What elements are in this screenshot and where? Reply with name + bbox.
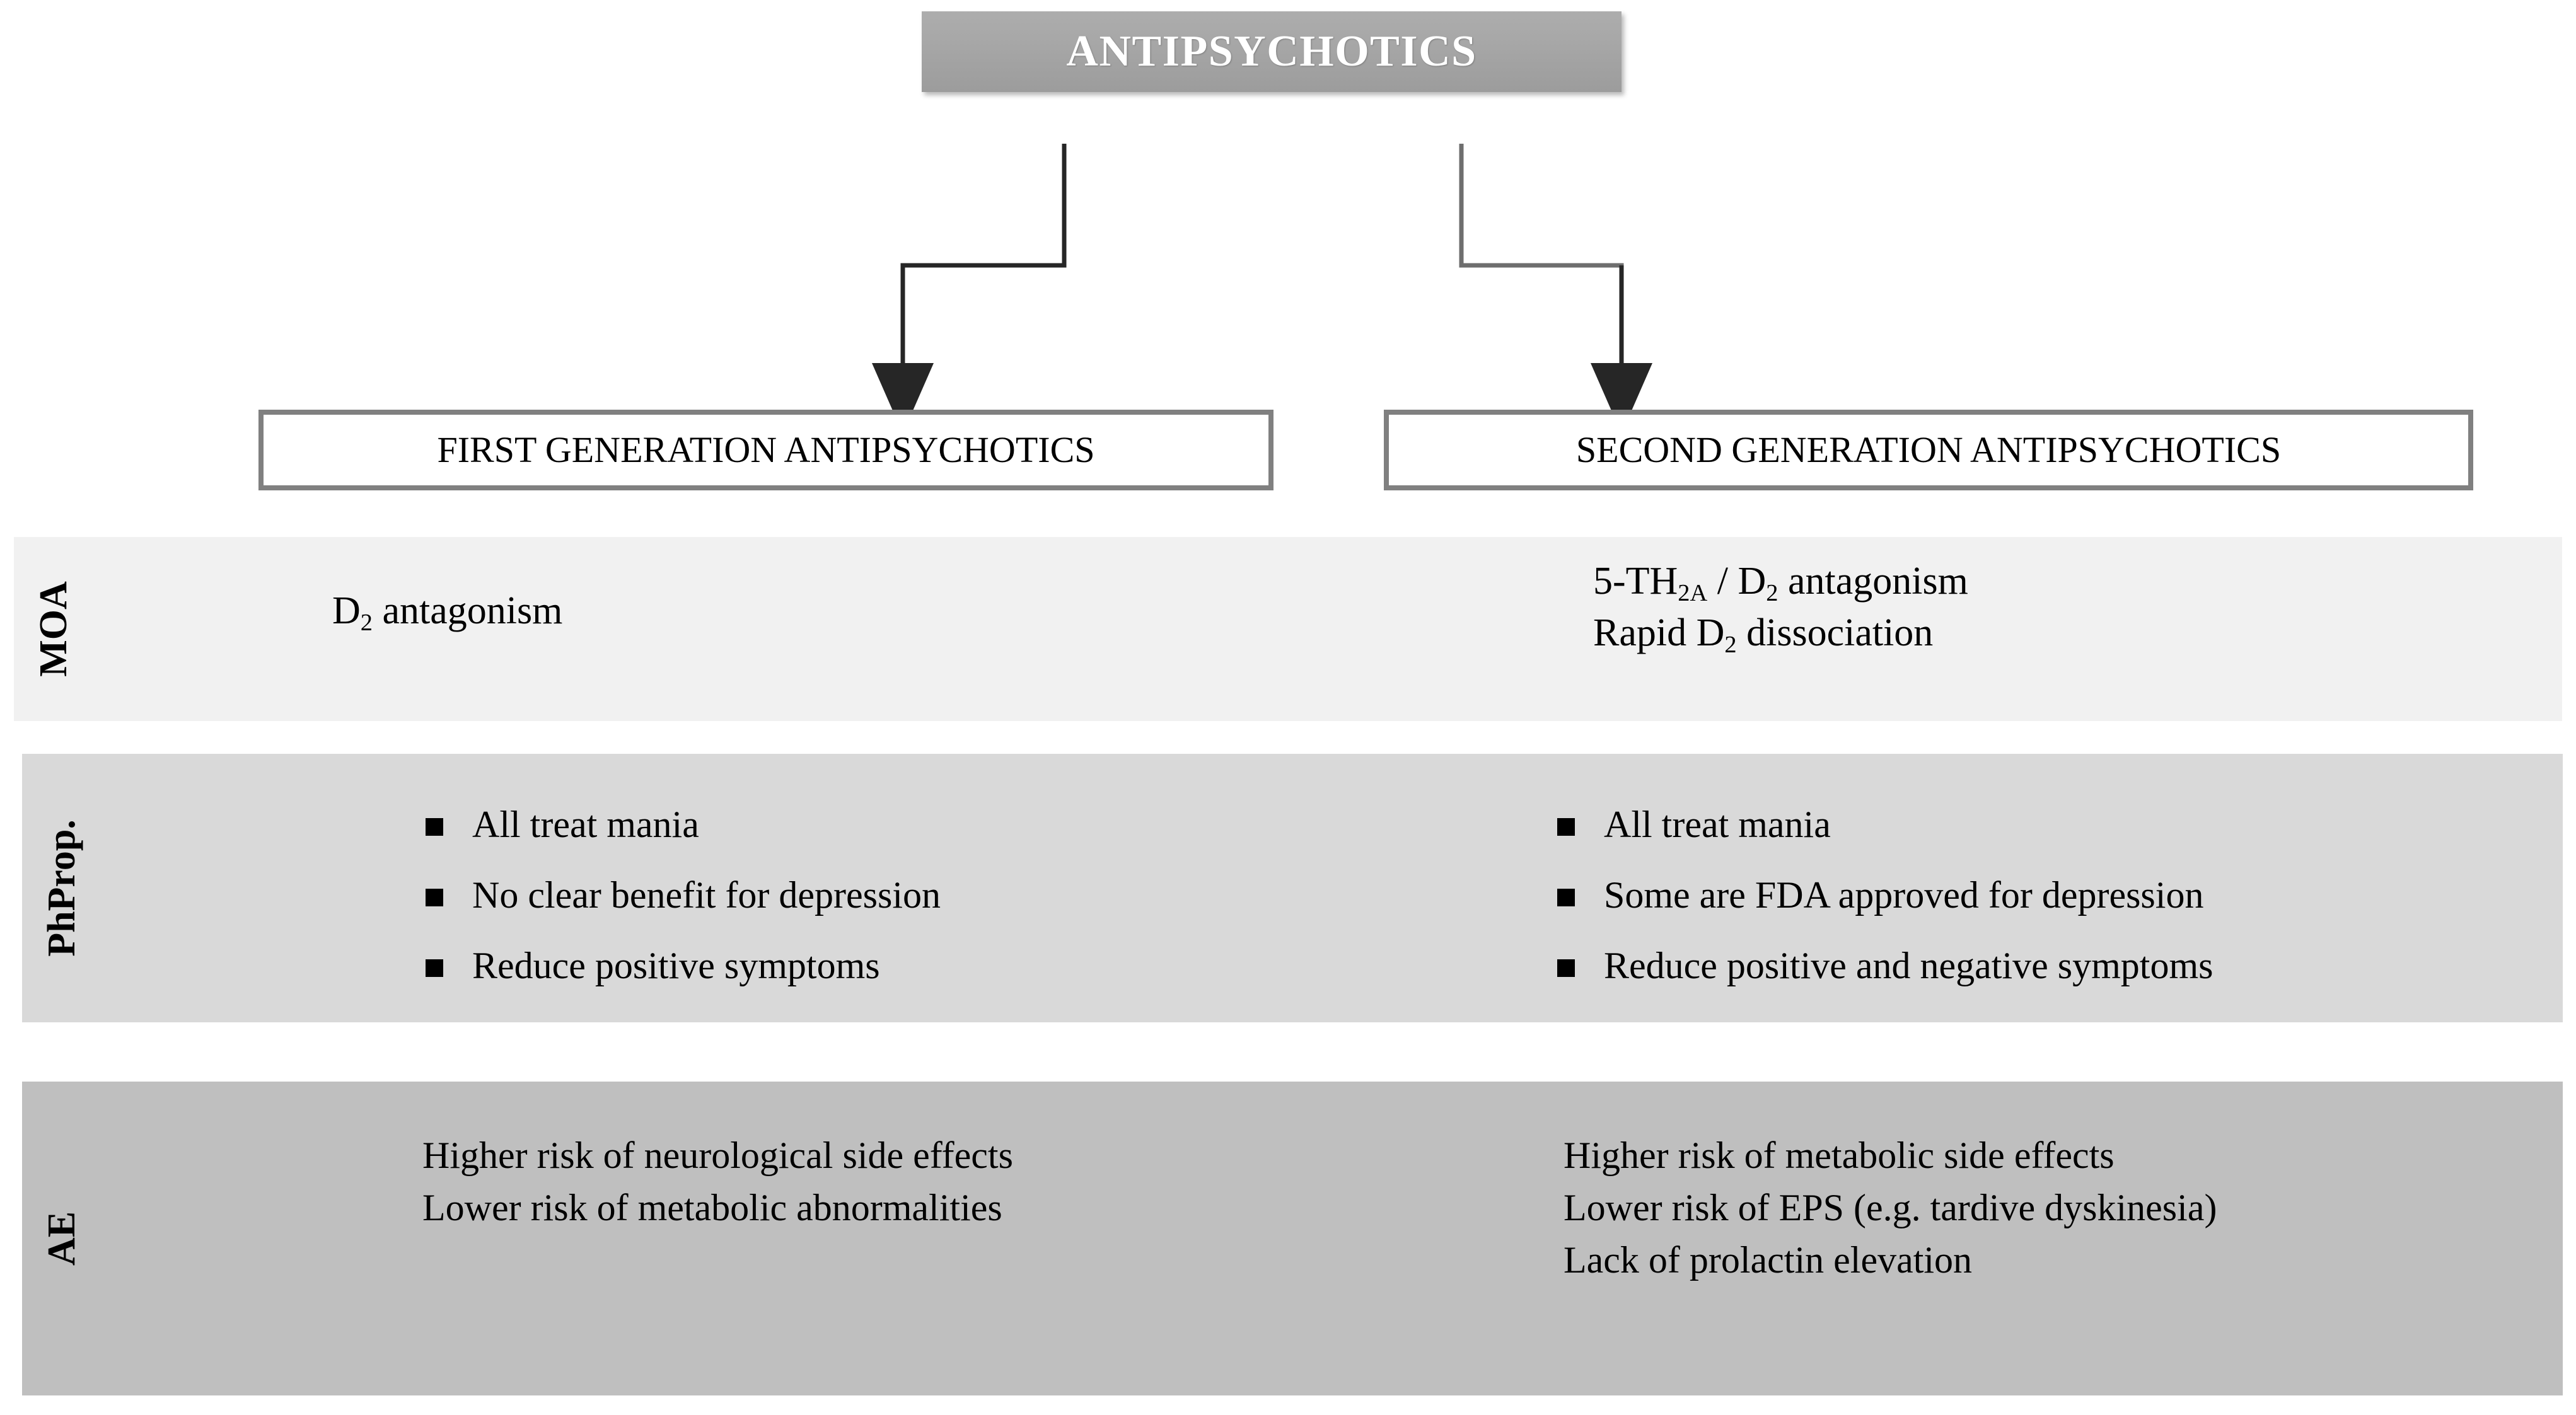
first-generation-label: FIRST GENERATION ANTIPSYCHOTICS <box>437 429 1095 470</box>
list-item-label: Reduce positive and negative symptoms <box>1604 945 2213 986</box>
ae-left-content: Higher risk of neurological side effects… <box>422 1129 1013 1234</box>
list-item: All treat mania <box>426 806 941 843</box>
row-label-moa-text: MOA <box>32 581 75 677</box>
phprop-right-list: All treat mania Some are FDA approved fo… <box>1557 806 2213 985</box>
square-bullet-icon <box>426 818 443 836</box>
row-label-phprop-text: PhProp. <box>40 819 83 957</box>
list-item: Some are FDA approved for depression <box>1557 876 2213 914</box>
first-generation-box[interactable]: FIRST GENERATION ANTIPSYCHOTICS <box>258 410 1273 490</box>
phprop-cell-first-generation: All treat mania No clear benefit for dep… <box>101 754 1463 1022</box>
ae-right-content: Higher risk of metabolic side effects Lo… <box>1564 1129 2217 1286</box>
moa-left-line-1: D2 antagonism <box>332 589 563 636</box>
row-label-moa: MOA <box>14 537 93 721</box>
second-generation-label: SECOND GENERATION ANTIPSYCHOTICS <box>1575 429 2282 470</box>
second-generation-box[interactable]: SECOND GENERATION ANTIPSYCHOTICS <box>1384 410 2473 490</box>
connector-right <box>1459 144 1624 372</box>
square-bullet-icon <box>1557 889 1575 906</box>
connector-left <box>872 144 1067 434</box>
ae-right-line-1: Higher risk of metabolic side effects <box>1564 1135 2115 1176</box>
row-moa: MOA D2 antagonism 5-TH2A / D2 antagonism… <box>14 537 2562 721</box>
square-bullet-icon <box>1557 959 1575 977</box>
row-ae-columns: Higher risk of neurological side effects… <box>101 1082 2563 1395</box>
ae-cell-second-generation: Higher risk of metabolic side effects Lo… <box>1463 1082 2563 1395</box>
row-ae: AE Higher risk of neurological side effe… <box>22 1082 2563 1395</box>
moa-cell-first-generation: D2 antagonism <box>93 537 1454 721</box>
list-item-label: All treat mania <box>1604 804 1831 845</box>
row-phprop-columns: All treat mania No clear benefit for dep… <box>101 754 2563 1022</box>
ae-right-line-3: Lack of prolactin elevation <box>1564 1239 1973 1281</box>
row-label-phprop: PhProp. <box>22 754 101 1022</box>
row-label-ae: AE <box>22 1082 101 1395</box>
phprop-cell-second-generation: All treat mania Some are FDA approved fo… <box>1463 754 2563 1022</box>
row-label-ae-text: AE <box>40 1211 83 1266</box>
ae-left-line-1: Higher risk of neurological side effects <box>422 1135 1013 1176</box>
page-title: ANTIPSYCHOTICS <box>1066 27 1477 76</box>
list-item: No clear benefit for depression <box>426 876 941 914</box>
list-item-label: Reduce positive symptoms <box>472 945 880 986</box>
list-item: Reduce positive symptoms <box>426 947 941 985</box>
square-bullet-icon <box>1557 818 1575 836</box>
list-item: Reduce positive and negative symptoms <box>1557 947 2213 985</box>
list-item-label: All treat mania <box>472 804 699 845</box>
square-bullet-icon <box>426 889 443 906</box>
moa-right-content: 5-TH2A / D2 antagonism Rapid D2 dissocia… <box>1593 556 1968 659</box>
moa-left-content: D2 antagonism <box>332 586 562 636</box>
list-item-label: Some are FDA approved for depression <box>1604 874 2204 916</box>
ae-cell-first-generation: Higher risk of neurological side effects… <box>101 1082 1463 1395</box>
square-bullet-icon <box>426 959 443 977</box>
list-item-label: No clear benefit for depression <box>472 874 941 916</box>
moa-right-line-1: 5-TH2A / D2 antagonism <box>1593 560 1968 606</box>
title-box: ANTIPSYCHOTICS <box>922 11 1622 92</box>
moa-right-line-2: Rapid D2 dissociation <box>1593 611 1934 658</box>
row-phprop: PhProp. All treat mania No clear benefit… <box>22 754 2563 1022</box>
moa-cell-second-generation: 5-TH2A / D2 antagonism Rapid D2 dissocia… <box>1454 537 2562 721</box>
phprop-left-list: All treat mania No clear benefit for dep… <box>426 806 941 985</box>
row-moa-columns: D2 antagonism 5-TH2A / D2 antagonism Rap… <box>93 537 2562 721</box>
ae-left-line-2: Lower risk of metabolic abnormalities <box>422 1186 1002 1228</box>
list-item: All treat mania <box>1557 806 2213 843</box>
ae-right-line-2: Lower risk of EPS (e.g. tardive dyskines… <box>1564 1186 2217 1228</box>
